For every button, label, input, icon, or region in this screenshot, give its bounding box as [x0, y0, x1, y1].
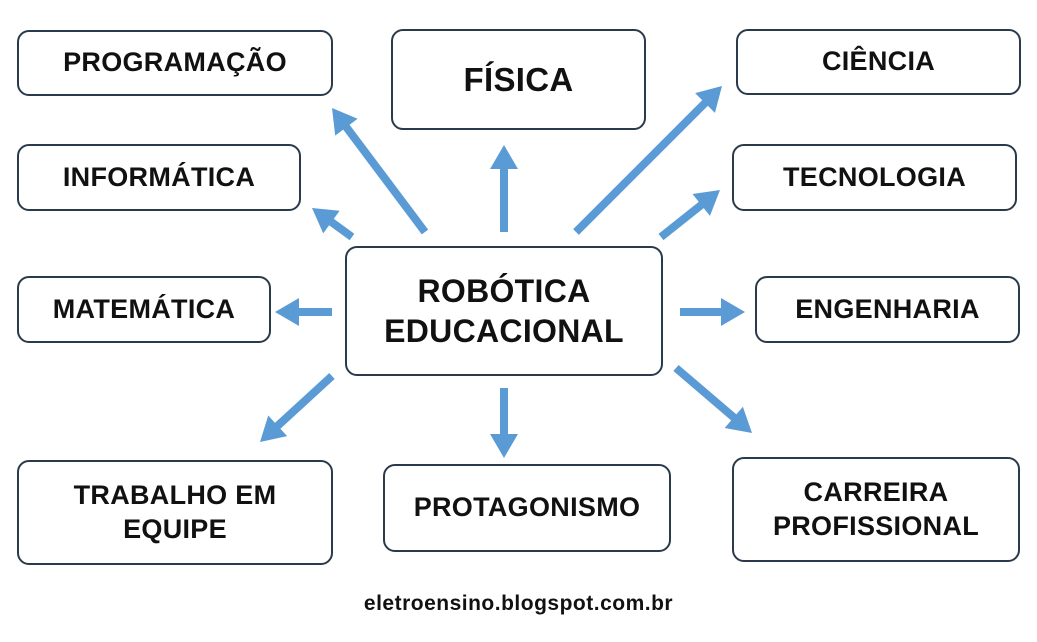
- center-label: ROBÓTICA EDUCACIONAL: [384, 273, 624, 349]
- arrow-to-programacao: [332, 108, 429, 235]
- node-informatica-label: INFORMÁTICA: [62, 161, 256, 192]
- node-protagonismo: PROTAGONISMO: [383, 464, 671, 552]
- arrow-to-protagonismo-head: [490, 434, 518, 458]
- arrow-to-ciencia-head: [695, 86, 722, 113]
- arrow-to-informatica-head: [312, 208, 340, 234]
- arrow-to-matematica: [275, 298, 332, 326]
- node-protagonismo-label: PROTAGONISMO: [413, 492, 641, 523]
- node-programacao: PROGRAMAÇÃO: [17, 30, 333, 96]
- arrow-to-tecnologia: [658, 190, 720, 241]
- node-fisica: FÍSICA: [391, 29, 646, 130]
- node-fisica-label: FÍSICA: [463, 60, 574, 98]
- arrow-to-tecnologia-head: [692, 190, 720, 216]
- arrow-to-engenharia: [680, 298, 745, 326]
- node-matematica: MATEMÁTICA: [17, 276, 271, 343]
- arrow-to-trabalho-em-equipe-head: [260, 415, 288, 442]
- node-engenharia: ENGENHARIA: [755, 276, 1020, 343]
- arrow-to-informatica-shaft: [327, 217, 355, 241]
- node-ciencia-label: CIÊNCIA: [821, 46, 936, 77]
- node-tecnologia-label: TECNOLOGIA: [783, 161, 966, 192]
- arrow-to-fisica-head: [490, 145, 518, 169]
- node-tecnologia: TECNOLOGIA: [732, 144, 1017, 211]
- node-trabalho-em-equipe: TRABALHO EM EQUIPE: [17, 460, 333, 565]
- arrow-to-matematica-head: [275, 298, 299, 326]
- node-engenharia-label: ENGENHARIA: [795, 293, 980, 324]
- arrow-to-ciencia: [573, 86, 722, 235]
- arrow-to-fisica: [490, 145, 518, 232]
- arrow-to-trabalho-em-equipe-shaft: [273, 373, 335, 431]
- footer-source: eletroensino.blogspot.com.br: [363, 592, 674, 615]
- arrow-to-programacao-shaft: [342, 123, 429, 235]
- node-matematica-label: MATEMÁTICA: [52, 293, 236, 324]
- arrow-to-engenharia-head: [721, 298, 745, 326]
- arrow-to-informatica: [312, 208, 355, 241]
- node-informatica: INFORMÁTICA: [17, 144, 301, 211]
- node-carreira-profissional-label: CARREIRA PROFISSIONAL: [772, 476, 980, 541]
- arrow-to-tecnologia-shaft: [658, 200, 706, 241]
- arrow-to-ciencia-shaft: [573, 98, 710, 235]
- arrow-to-carreira-profissional-shaft: [673, 364, 738, 422]
- arrow-to-carreira-profissional: [673, 364, 752, 433]
- arrow-to-trabalho-em-equipe: [260, 373, 335, 442]
- node-ciencia: CIÊNCIA: [736, 29, 1021, 95]
- arrow-to-protagonismo: [490, 388, 518, 458]
- arrow-to-programacao-head: [332, 108, 358, 136]
- node-programacao-label: PROGRAMAÇÃO: [63, 47, 287, 78]
- node-carreira-profissional: CARREIRA PROFISSIONAL: [732, 457, 1020, 562]
- arrow-to-carreira-profissional-head: [724, 406, 752, 433]
- node-robotica-educacional: ROBÓTICA EDUCACIONAL: [345, 246, 663, 376]
- node-trabalho-em-equipe-label: TRABALHO EM EQUIPE: [73, 479, 277, 544]
